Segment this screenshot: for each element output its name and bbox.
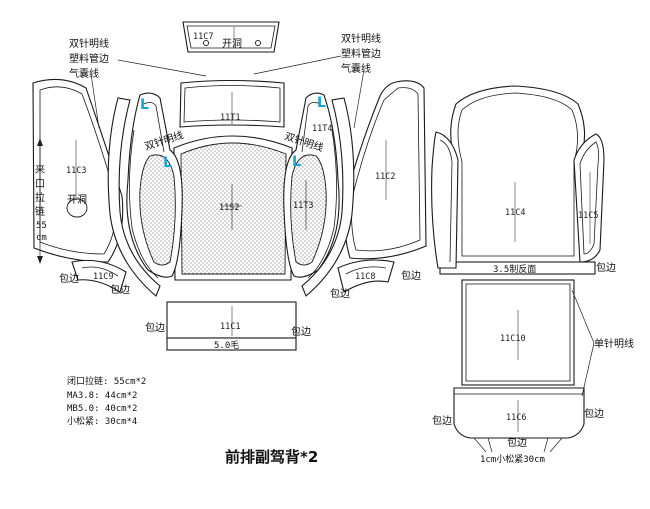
code-label: 11T4 bbox=[312, 124, 332, 134]
l-mark: L bbox=[140, 97, 149, 113]
piece-11t1: 11T1 bbox=[179, 79, 285, 128]
piece-11c5: 11C5 bbox=[573, 133, 605, 263]
piece-11t3: 11T3 11T4 L L bbox=[283, 92, 340, 279]
code-label: 11C1 bbox=[220, 322, 240, 332]
code-label: 11T1 bbox=[220, 113, 240, 123]
piece-11c4: 11C4 3.5制反面 bbox=[439, 85, 596, 275]
code-label: 11C2 bbox=[375, 172, 395, 182]
wrap-edge-label: 包边 bbox=[507, 436, 527, 449]
piece-11t-left: L L bbox=[126, 92, 183, 279]
zipper-char: cm bbox=[36, 233, 47, 243]
diagram-title: 前排副驾背*2 bbox=[225, 448, 318, 466]
piece-strip-left bbox=[107, 97, 161, 297]
l-mark: L bbox=[292, 154, 301, 170]
wrap-edge-label: 包边 bbox=[291, 325, 311, 338]
code-label: 11C8 bbox=[355, 272, 375, 282]
piece-11c2: 11C2 bbox=[344, 80, 427, 260]
code-label: 11T3 bbox=[293, 201, 313, 211]
piece-strip-right bbox=[301, 97, 355, 297]
wrap-edge-label: 包边 bbox=[401, 269, 421, 282]
l-mark: L bbox=[317, 95, 326, 111]
annotation-top-right: 双针明线 塑料管边 气囊线 bbox=[253, 32, 381, 129]
code-label: 11S2 bbox=[219, 203, 239, 213]
wrap-edge-label: 包边 bbox=[145, 321, 165, 334]
piece-11c8: 11C8 bbox=[337, 259, 395, 293]
piece-11c1: 11C1 5.0毛 bbox=[166, 301, 297, 351]
zipper-char: 拉 bbox=[35, 191, 45, 204]
hole-note: 开洞 bbox=[67, 194, 87, 206]
annotation-line: 双针明线 bbox=[341, 32, 381, 45]
note-line: 闭口拉链: 55cm*2 bbox=[67, 375, 146, 387]
piece-11c7: 11C7 开洞 bbox=[182, 21, 280, 53]
single-needle-label: 单针明线 bbox=[594, 337, 634, 350]
annotation-line: 气囊线 bbox=[341, 62, 371, 75]
annotation-single-needle: 单针明线 bbox=[571, 289, 634, 397]
note-line: MB5.0: 40cm*2 bbox=[67, 404, 137, 414]
hole-icon bbox=[254, 39, 262, 47]
wrap-edge-label: 包边 bbox=[110, 283, 130, 296]
code-label: 11C4 bbox=[505, 208, 525, 218]
piece-11c6: 11C6 1cm小松紧30cm bbox=[453, 387, 585, 465]
notes-block: 闭口拉链: 55cm*2 MA3.8: 44cm*2 MB5.0: 40cm*2… bbox=[67, 375, 146, 427]
annotation-line: 双针明线 bbox=[69, 37, 109, 50]
strip-note: 5.0毛 bbox=[214, 339, 239, 351]
l-mark: L bbox=[163, 155, 172, 171]
wrap-edge-label: 包边 bbox=[596, 261, 616, 274]
zipper-char: 口 bbox=[35, 179, 45, 190]
hole-icon bbox=[66, 198, 88, 218]
code-label: 11C5 bbox=[578, 211, 598, 221]
wrap-edge-label: 包边 bbox=[584, 407, 604, 420]
zipper-char: 来 bbox=[35, 164, 45, 176]
note-line: MA3.8: 44cm*2 bbox=[67, 391, 137, 401]
code-label: 11C7 bbox=[193, 32, 213, 42]
zipper-annotation-left: 来 口 拉 链 55 cm bbox=[35, 138, 47, 264]
elastic-note: 1cm小松紧30cm bbox=[480, 453, 545, 465]
piece-11s2: 11S2 bbox=[173, 135, 293, 281]
piece-11c10: 11C10 bbox=[461, 279, 575, 386]
code-label: 11C6 bbox=[506, 413, 526, 423]
code-label: 11C9 bbox=[93, 272, 113, 282]
annotation-line: 塑料管边 bbox=[341, 47, 381, 60]
wrap-edge-label: 包边 bbox=[59, 272, 79, 285]
zipper-char: 链 bbox=[35, 205, 45, 218]
annotation-line: 塑料管边 bbox=[69, 52, 109, 65]
annotation-top-left: 双针明线 塑料管边 气囊线 bbox=[69, 37, 207, 129]
wrap-edge-label: 包边 bbox=[432, 414, 452, 427]
note-line: 小松紧: 30cm*4 bbox=[67, 415, 137, 427]
piece-11c9: 11C9 bbox=[71, 259, 127, 293]
zipper-char: 55 bbox=[36, 221, 47, 231]
wrap-edge-label: 包边 bbox=[330, 287, 350, 300]
strip-note: 3.5制反面 bbox=[493, 263, 536, 275]
hole-icon bbox=[202, 39, 210, 47]
code-label: 11C10 bbox=[500, 334, 526, 344]
piece-11c4-side-left bbox=[431, 131, 459, 269]
hole-note: 开洞 bbox=[222, 38, 242, 50]
annotation-line: 气囊线 bbox=[69, 67, 99, 80]
code-label: 11C3 bbox=[66, 166, 86, 176]
